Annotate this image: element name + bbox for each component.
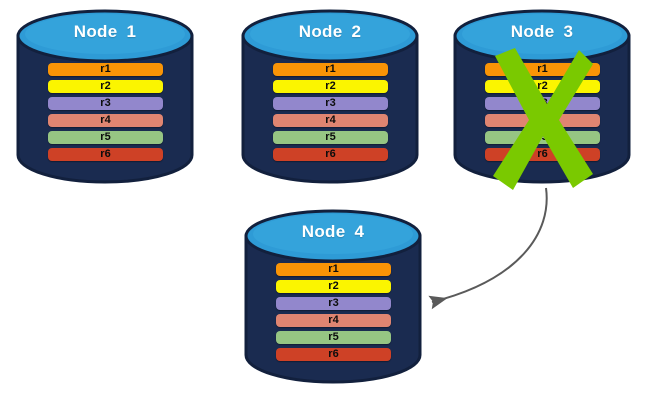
row-r4[interactable]: r4 (276, 314, 391, 327)
row-r1[interactable]: r1 (485, 63, 600, 76)
node-4-rows: r1 r2 r3 r4 r5 r6 (276, 263, 391, 361)
row-r6[interactable]: r6 (276, 348, 391, 361)
row-r6[interactable]: r6 (48, 148, 163, 161)
row-r2[interactable]: r2 (276, 280, 391, 293)
row-r3[interactable]: r3 (485, 97, 600, 110)
row-r5[interactable]: r5 (485, 131, 600, 144)
node-1-rows: r1 r2 r3 r4 r5 r6 (48, 63, 163, 161)
row-r5[interactable]: r5 (276, 331, 391, 344)
row-r2[interactable]: r2 (273, 80, 388, 93)
row-r4[interactable]: r4 (273, 114, 388, 127)
row-r1[interactable]: r1 (276, 263, 391, 276)
row-r5[interactable]: r5 (273, 131, 388, 144)
row-r5[interactable]: r5 (48, 131, 163, 144)
row-r3[interactable]: r3 (273, 97, 388, 110)
row-r6[interactable]: r6 (485, 148, 600, 161)
arrow-path (428, 187, 548, 310)
node-3-rows: r1 r2 r3 r4 r5 r6 (485, 63, 600, 161)
row-r1[interactable]: r1 (48, 63, 163, 76)
row-r6[interactable]: r6 (273, 148, 388, 161)
row-r2[interactable]: r2 (48, 80, 163, 93)
row-r4[interactable]: r4 (48, 114, 163, 127)
row-r4[interactable]: r4 (485, 114, 600, 127)
row-r3[interactable]: r3 (48, 97, 163, 110)
row-r1[interactable]: r1 (273, 63, 388, 76)
row-r2[interactable]: r2 (485, 80, 600, 93)
row-r3[interactable]: r3 (276, 297, 391, 310)
node-2-rows: r1 r2 r3 r4 r5 r6 (273, 63, 388, 161)
